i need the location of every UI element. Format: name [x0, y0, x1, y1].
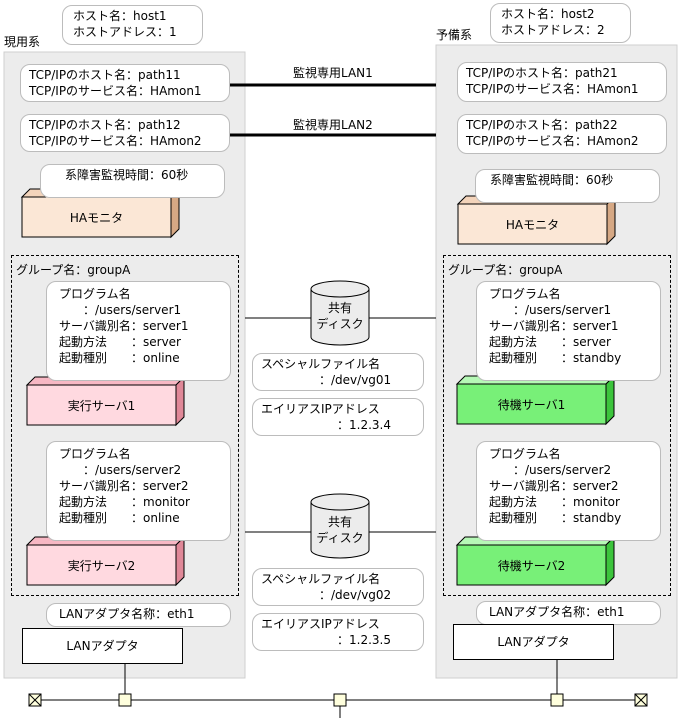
- standby-server2-start-type: 起動種別 ：standby: [489, 511, 622, 525]
- standby-tcp2-service: TCP/IPのサービス名：HAmon2: [466, 134, 639, 148]
- standby-host-address: ホストアドレス：2: [501, 23, 605, 37]
- disk2-alias-ip-bubble: エイリアスIPアドレス ：1.2.3.5: [252, 613, 424, 651]
- standby-tcp2-bubble: TCP/IPのホスト名：path22 TCP/IPのサービス名：HAmon2: [457, 114, 667, 154]
- active-server1-box: [25, 375, 186, 427]
- primary-tcp2-bubble: TCP/IPのホスト名：path12 TCP/IPのサービス名：HAmon2: [20, 114, 230, 152]
- primary-host-address: ホストアドレス：1: [73, 25, 177, 39]
- primary-server2-info: プログラム名 ：/users/server2 サーバ識別名：server2 起動…: [46, 441, 231, 541]
- standby-server2-program-label: プログラム名: [489, 447, 561, 461]
- standby-server2-start-method: 起動方法 ：monitor: [489, 495, 620, 509]
- disk1-alias-ip-value: ：1.2.3.4: [337, 418, 391, 432]
- standby-server2-info: プログラム名 ：/users/server2 サーバ識別名：server2 起動…: [476, 441, 661, 541]
- standby-server1-identifier: サーバ識別名：server1: [489, 319, 619, 333]
- primary-host-bubble: ホスト名：host1 ホストアドレス：1: [62, 5, 203, 45]
- standby-server1-program-path: ：/users/server1: [489, 303, 612, 317]
- disk2-special-file-label: スペシャルファイル名: [261, 572, 381, 586]
- standby-server1-info: プログラム名 ：/users/server1 サーバ識別名：server1 起動…: [476, 281, 661, 381]
- primary-group-frame: [11, 255, 239, 596]
- standby-server2-identifier: サーバ識別名：server2: [489, 479, 619, 493]
- standby-lan-adapter-name-bubble: LANアダプタ名称：eth1: [476, 601, 661, 625]
- primary-monitor-time: 系障害監視時間：60秒: [65, 168, 189, 182]
- primary-lan-adapter-name: LANアダプタ名称：eth1: [59, 607, 195, 621]
- standby-tcp1-host: TCP/IPのホスト名：path21: [466, 66, 618, 80]
- lan-tap-center: [333, 693, 347, 707]
- monitoring-lan1-label: 監視専用LAN1: [293, 66, 373, 80]
- primary-group-name: グループ名：groupA: [16, 263, 131, 277]
- primary-lan-adapter-name-bubble: LANアダプタ名称：eth1: [46, 603, 231, 627]
- standby-server1-label: 待機サーバ1: [497, 398, 566, 412]
- disk1-special-file-bubble: スペシャルファイル名 ：/dev/vg01: [252, 353, 424, 391]
- standby-group-frame: [443, 255, 671, 596]
- lan-terminator-right: [634, 693, 648, 707]
- primary-server2-start-type: 起動種別 ：online: [59, 511, 180, 525]
- lan-tap-standby: [550, 693, 564, 707]
- shared-disk1-label-line1: 共有: [327, 301, 352, 315]
- monitoring-lan2-label: 監視専用LAN2: [293, 118, 373, 132]
- standby-monitor-time-bubble: 系障害監視時間：60秒: [475, 169, 660, 203]
- standby-tcp1-bubble: TCP/IPのホスト名：path21 TCP/IPのサービス名：HAmon1: [457, 62, 667, 102]
- standby-server1-program-label: プログラム名: [489, 287, 561, 301]
- primary-tcp1-host: TCP/IPのホスト名：path11: [29, 68, 181, 82]
- disk1-special-file-label: スペシャルファイル名: [261, 357, 381, 371]
- shared-disk1-label-line2: ディスク: [316, 317, 364, 331]
- primary-monitor-time-bubble: 系障害監視時間：60秒: [40, 164, 225, 198]
- primary-server1-info: プログラム名 ：/users/server1 サーバ識別名：server1 起動…: [46, 281, 231, 381]
- standby-server2-program-path: ：/users/server2: [489, 463, 612, 477]
- standby-lan-adapter: LANアダプタ: [453, 624, 614, 660]
- primary-tcp1-bubble: TCP/IPのホスト名：path11 TCP/IPのサービス名：HAmon1: [20, 64, 230, 102]
- primary-system-label: 現用系: [4, 35, 41, 49]
- shared-disk1-icon: [310, 280, 370, 346]
- primary-ha-monitor-label: HAモニタ: [69, 211, 124, 225]
- primary-server2-identifier: サーバ識別名：server2: [59, 479, 189, 493]
- standby-tcp1-service: TCP/IPのサービス名：HAmon1: [466, 82, 639, 96]
- primary-server1-program-label: プログラム名: [59, 287, 131, 301]
- shared-disk2-label: 共有 ディスク: [311, 514, 369, 546]
- disk2-special-file-path: ：/dev/vg02: [319, 588, 392, 602]
- standby-server1-start-method: 起動方法 ：server: [489, 335, 611, 349]
- primary-tcp2-service: TCP/IPのサービス名：HAmon2: [29, 134, 202, 148]
- primary-server1-start-method: 起動方法 ：server: [59, 335, 181, 349]
- active-server2-label: 実行サーバ2: [67, 559, 136, 573]
- standby-system-label: 予備系: [436, 28, 473, 42]
- primary-tcp2-host: TCP/IPのホスト名：path12: [29, 118, 181, 132]
- disk2-alias-ip-label: エイリアスIPアドレス: [261, 617, 380, 631]
- primary-server1-start-type: 起動種別 ：online: [59, 351, 180, 365]
- primary-host-name: ホスト名：host1: [73, 9, 167, 23]
- shared-disk2-label-line2: ディスク: [316, 531, 364, 545]
- disk2-alias-ip-value: ：1.2.3.5: [337, 633, 391, 647]
- shared-disk1-label: 共有 ディスク: [311, 300, 369, 332]
- primary-server1-program-path: ：/users/server1: [59, 303, 182, 317]
- primary-server2-program-label: プログラム名: [59, 447, 131, 461]
- standby-tcp2-host: TCP/IPのホスト名：path22: [466, 118, 618, 132]
- standby-server1-start-type: 起動種別 ：standby: [489, 351, 622, 365]
- primary-lan-adapter: LANアダプタ: [22, 628, 183, 664]
- standby-host-bubble: ホスト名：host2 ホストアドレス：2: [490, 3, 631, 43]
- disk1-alias-ip-bubble: エイリアスIPアドレス ：1.2.3.4: [252, 398, 424, 436]
- shared-disk2-icon: [310, 493, 370, 559]
- standby-group-name: グループ名：groupA: [448, 263, 563, 277]
- disk1-special-file-path: ：/dev/vg01: [319, 373, 392, 387]
- active-server1-label: 実行サーバ1: [67, 399, 136, 413]
- disk2-special-file-bubble: スペシャルファイル名 ：/dev/vg02: [252, 568, 424, 606]
- standby-server1-box: [455, 374, 616, 426]
- shared-disk2-label-line1: 共有: [327, 515, 352, 529]
- standby-lan-adapter-name: LANアダプタ名称：eth1: [489, 605, 625, 619]
- primary-server2-start-method: 起動方法 ：monitor: [59, 495, 190, 509]
- standby-server2-label: 待機サーバ2: [497, 559, 566, 573]
- primary-server2-program-path: ：/users/server2: [59, 463, 182, 477]
- disk1-alias-ip-label: エイリアスIPアドレス: [261, 402, 380, 416]
- standby-monitor-time: 系障害監視時間：60秒: [490, 173, 614, 187]
- primary-tcp1-service: TCP/IPのサービス名：HAmon1: [29, 84, 202, 98]
- lan-tap-primary: [118, 693, 132, 707]
- lan-terminator-left: [28, 693, 42, 707]
- primary-server1-identifier: サーバ識別名：server1: [59, 319, 189, 333]
- standby-host-name: ホスト名：host2: [501, 7, 595, 21]
- standby-ha-monitor-label: HAモニタ: [505, 218, 560, 232]
